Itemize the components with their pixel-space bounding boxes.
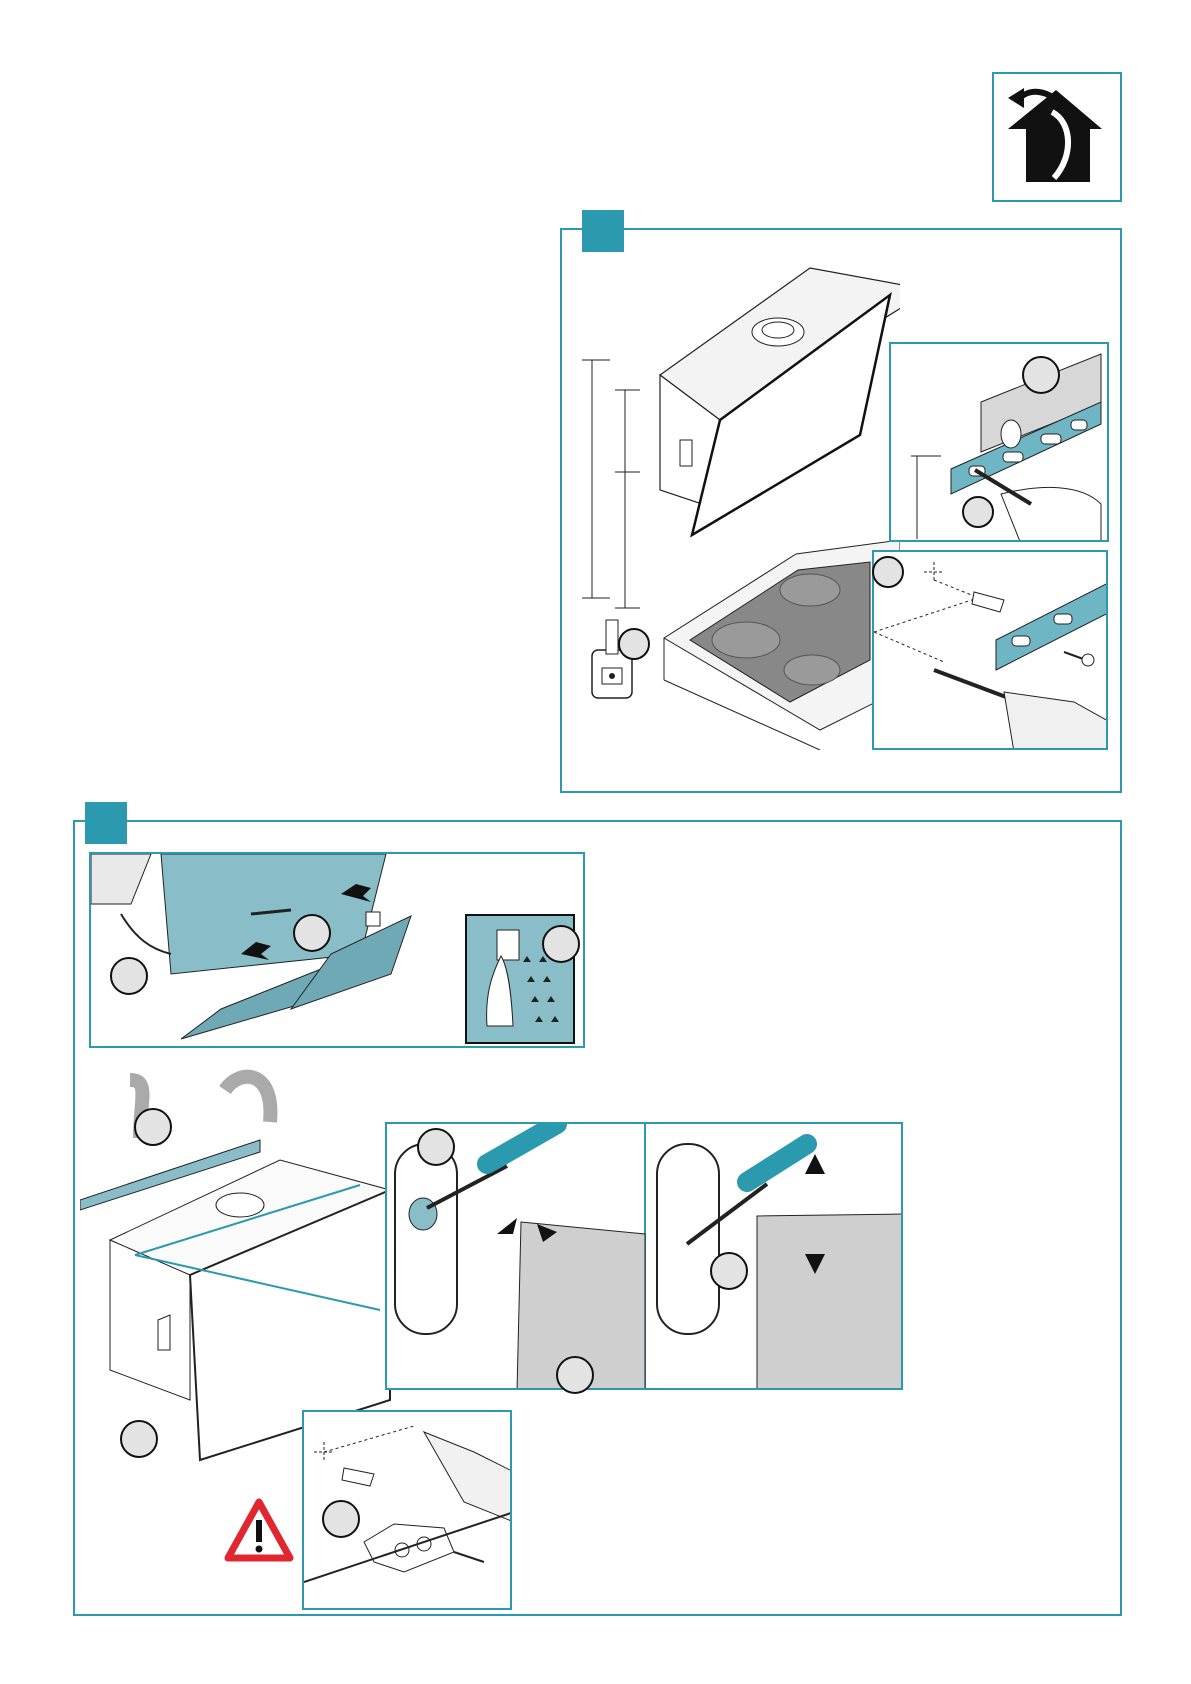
step-a-badge [582, 210, 624, 252]
screw-adjust-inset [385, 1122, 903, 1390]
step-marker-circle [293, 914, 331, 952]
hood-mounting-illustration [570, 250, 900, 750]
step-marker-circle [618, 628, 650, 660]
step-marker-circle [417, 1128, 455, 1166]
step-marker-circle [120, 1420, 158, 1458]
step-marker-circle [542, 925, 580, 963]
level-and-mark-inset [889, 342, 1109, 542]
recirculation-mode-icon [992, 72, 1122, 202]
step-marker-circle [322, 1500, 360, 1538]
step-marker-circle [710, 1252, 748, 1290]
warning-icon [224, 1498, 294, 1562]
step-b-badge [85, 802, 127, 844]
filter-removal-inset [89, 852, 585, 1048]
step-marker-circle [556, 1356, 594, 1394]
drill-and-plug-inset [872, 550, 1108, 750]
step-marker-circle [1022, 356, 1060, 394]
step-marker-circle [962, 496, 994, 528]
step-marker-circle [110, 957, 148, 995]
step-marker-circle [134, 1108, 172, 1146]
step-marker-circle [872, 556, 904, 588]
